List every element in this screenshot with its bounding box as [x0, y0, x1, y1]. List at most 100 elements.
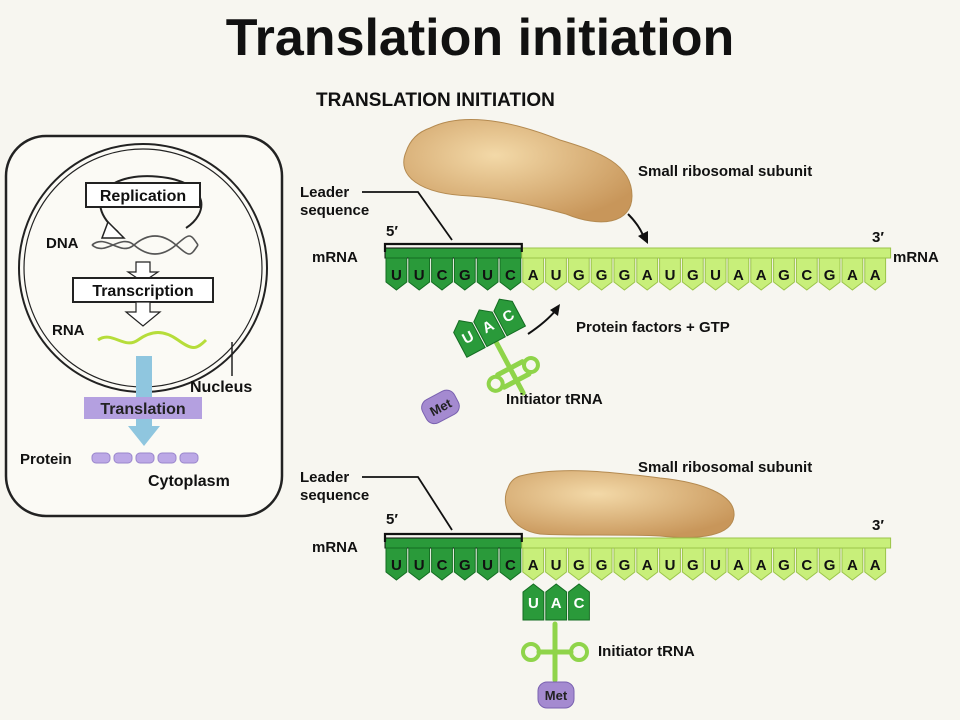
- leader-label-line2: sequence: [300, 202, 369, 219]
- met-amino-acid-bound: Met: [537, 681, 575, 709]
- nucleotide: [613, 257, 636, 291]
- protein-label: Protein: [20, 451, 72, 468]
- nucleotide-bottom: [545, 547, 567, 581]
- nucleotide-letter: U: [665, 267, 676, 284]
- protein-factors-label: Protein factors + GTP: [576, 319, 730, 336]
- nucleotide-letter: G: [778, 267, 790, 284]
- dna-label: DNA: [46, 235, 79, 252]
- nucleotide-bottom: [590, 547, 613, 581]
- anticodon-letter-bottom: U: [528, 595, 539, 612]
- nucleotide-bottom: [636, 547, 659, 581]
- nucleotide-letter: G: [687, 267, 699, 284]
- cell-overview: Replication DNA Transcription RNA Nucleu…: [4, 134, 284, 518]
- translation-box: [84, 397, 202, 419]
- nucleotide-bottom: [841, 547, 864, 581]
- translation-label: Translation: [100, 401, 185, 418]
- nucleotide-bottom: [681, 547, 704, 581]
- mrna-label-left: mRNA: [312, 249, 358, 266]
- nucleotide-letter: G: [459, 267, 471, 284]
- anticodon-letter-bottom: A: [551, 595, 562, 612]
- nucleotide-bottom: [476, 547, 499, 581]
- nucleotide-bottom: [385, 547, 408, 581]
- nucleotide-letter: C: [437, 267, 448, 284]
- trna-cloverleaf: [492, 337, 532, 396]
- nucleotide-letter: A: [847, 267, 858, 284]
- leader-label-line1: Leader: [300, 184, 349, 201]
- nucleotide: [590, 257, 613, 291]
- nucleotide: [522, 257, 545, 291]
- coding-backbone: [521, 247, 892, 259]
- anticodon-base-bottom: [545, 583, 568, 621]
- nucleotide-letter: U: [551, 267, 562, 284]
- nucleotide-letter: U: [391, 267, 402, 284]
- nucleotide-bottom: [453, 547, 476, 581]
- anticodon-base: [493, 298, 527, 337]
- nucleotide: [795, 257, 818, 291]
- nucleotide: [841, 257, 864, 291]
- nucleotide-letter-bottom: A: [847, 557, 858, 574]
- nucleotide-letter: A: [642, 267, 653, 284]
- nucleotide-letter: G: [824, 267, 836, 284]
- nucleotide-bottom: [704, 547, 727, 581]
- trna-loop-left: [486, 374, 505, 393]
- nucleotide-letter-bottom: U: [710, 557, 721, 574]
- rna-label: RNA: [52, 322, 85, 339]
- nucleotide-bottom: [408, 547, 431, 581]
- protein-factors-arrowhead: [550, 304, 560, 316]
- nucleotide-bottom: [795, 547, 818, 581]
- trna-loop-left-bound: [521, 642, 541, 662]
- nucleotide-bottom: [750, 547, 773, 581]
- nucleotide: [750, 257, 773, 291]
- protein-chain-icon: [91, 452, 199, 464]
- anticodon-base: [453, 320, 486, 358]
- transcription-to-rna-arrow: [124, 301, 162, 327]
- nucleotide: [431, 257, 453, 291]
- nucleotide-letter-bottom: G: [824, 557, 836, 574]
- nucleotide-letter-bottom: C: [437, 557, 448, 574]
- nucleotide-bottom: [499, 547, 522, 581]
- nucleotide-letter: U: [482, 267, 493, 284]
- nucleotide-letter: A: [870, 267, 881, 284]
- nucleotide-bottom: [659, 547, 681, 581]
- anticodon-base-bottom: [522, 583, 545, 621]
- anticodon: UAC: [453, 298, 527, 358]
- nucleotide: [864, 257, 887, 291]
- nucleotide: [636, 257, 659, 291]
- nucleotide-letter-bottom: A: [733, 557, 744, 574]
- initiator-trna: UAC: [453, 298, 540, 396]
- nucleotide: [704, 257, 727, 291]
- small-ribosomal-subunit-bound: [504, 470, 735, 538]
- initiator-trna-label-bottom: Initiator tRNA: [598, 643, 695, 660]
- nucleotide-letter: G: [596, 267, 608, 284]
- trna-cloverleaf-bound: [536, 621, 574, 683]
- transcription-label: Transcription: [92, 283, 193, 300]
- five-prime-label: 5′: [386, 223, 398, 240]
- nucleotide-letter-bottom: G: [778, 557, 790, 574]
- mrna-label-right: mRNA: [893, 249, 939, 266]
- leader-bracket-bottom: [383, 532, 523, 542]
- nucleotide: [545, 257, 567, 291]
- page-title: Translation initiation: [225, 9, 735, 67]
- nucleotide-bottom: [567, 547, 590, 581]
- anticodon-base: [473, 309, 506, 348]
- leader-pointer: [362, 191, 453, 241]
- nucleotide-letter-bottom: A: [756, 557, 767, 574]
- nucleotide-bottom: [864, 547, 887, 581]
- nucleotide-bottom: [613, 547, 636, 581]
- mrna-label-left-bottom: mRNA: [312, 539, 358, 556]
- replication-box: [85, 182, 201, 208]
- nucleotide: [773, 257, 795, 291]
- nucleotide-letter-bottom: G: [596, 557, 608, 574]
- nucleotide-letter: A: [528, 267, 539, 284]
- nucleotide-letter-bottom: U: [482, 557, 493, 574]
- nucleotide-letter-bottom: U: [414, 557, 425, 574]
- three-prime-label-bottom: 3′: [872, 517, 884, 534]
- coding-backbone-bottom: [521, 537, 892, 549]
- nucleotide-letter: U: [414, 267, 425, 284]
- cell-boundary: [4, 134, 284, 518]
- initiator-trna-label: Initiator tRNA: [506, 391, 603, 408]
- nucleotide-letter: C: [801, 267, 812, 284]
- dna-helix-icon: [91, 235, 199, 255]
